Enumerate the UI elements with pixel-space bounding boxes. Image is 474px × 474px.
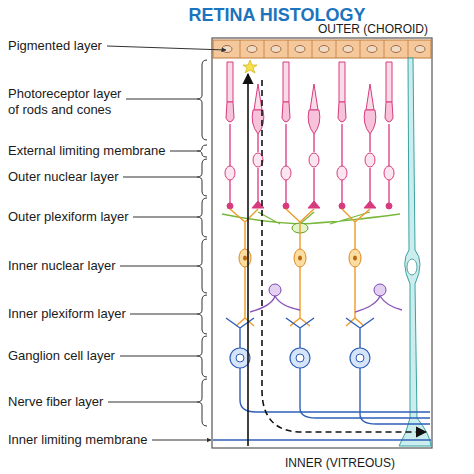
layer-label: External limiting membrane <box>8 143 188 159</box>
signal-arrow <box>262 80 426 432</box>
layer-label: Inner limiting membrane <box>8 432 168 448</box>
layer-label: Nerve fiber layer <box>8 394 158 410</box>
photoreceptor-nuclei <box>225 153 394 180</box>
leader-line <box>107 46 226 50</box>
muller-nucleus <box>407 259 417 275</box>
cone-inner-segment <box>252 110 376 134</box>
layer-label: Inner plexiform layer <box>8 306 158 322</box>
leader-line <box>120 356 197 357</box>
amacrine-processes <box>250 296 402 312</box>
layer-bracket <box>197 145 207 157</box>
layer-label: Inner nuclear layer <box>8 258 158 274</box>
region-label: OUTER (CHOROID) <box>292 21 428 37</box>
pigment-band <box>213 40 431 58</box>
leader-line <box>133 217 197 218</box>
layer-label: Outer nuclear layer <box>8 169 158 185</box>
layer-bracket <box>197 336 207 377</box>
layer-label: Pigmented layer <box>8 38 158 54</box>
leader-line <box>130 314 197 315</box>
leader-line <box>120 266 197 267</box>
bipolar-nuclei <box>243 256 357 261</box>
layer-bracket <box>197 60 207 140</box>
leader-line <box>108 402 197 403</box>
nerve-fibres <box>240 368 430 424</box>
synaptic-terminals <box>227 201 392 209</box>
inner-limiting-membrane <box>213 439 431 441</box>
layer-label: Outer plexiform layer <box>8 209 158 225</box>
pigment-nuclei <box>222 46 425 53</box>
light-arrow <box>247 74 249 446</box>
cone-outer-segment <box>254 84 374 110</box>
section-frame <box>212 38 432 448</box>
layer-bracket <box>197 239 207 293</box>
layer-bracket <box>197 295 207 334</box>
layer-bracket <box>197 379 207 426</box>
layer-label: Ganglion cell layer <box>8 348 158 364</box>
bipolar-processes <box>230 209 370 326</box>
muller-cell <box>399 58 431 446</box>
light-star <box>243 60 257 73</box>
amacrine-cells <box>269 284 386 296</box>
leader-line <box>123 177 197 178</box>
layer-bracket <box>197 198 207 237</box>
leader-line <box>152 440 211 441</box>
layer-label: Photoreceptor layer of rods and cones <box>8 86 129 118</box>
leader-line <box>170 151 197 152</box>
leader-line <box>126 99 197 100</box>
bipolar-cells <box>239 249 361 267</box>
ganglion-nuclei <box>236 354 364 362</box>
layer-bracket <box>197 159 207 196</box>
region-label: INNER (VITREOUS) <box>258 455 422 471</box>
ganglion-cells <box>230 348 370 368</box>
